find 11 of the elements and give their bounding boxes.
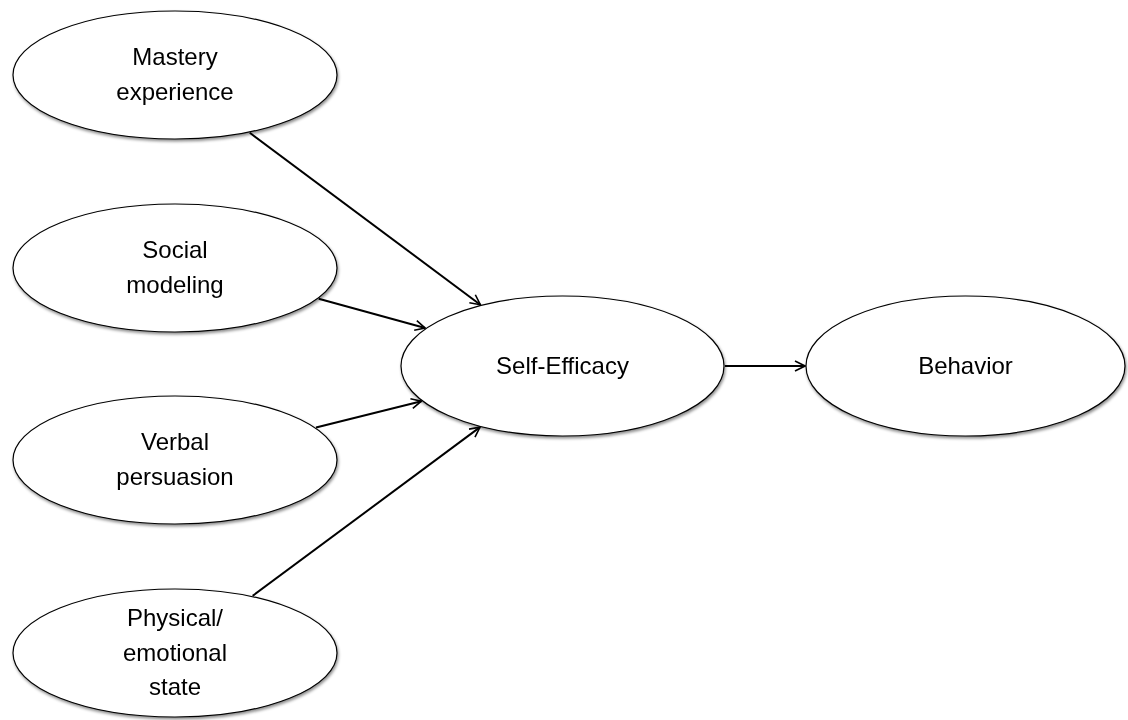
arrow — [317, 297, 427, 331]
arrow — [248, 131, 482, 306]
node-label: Mastery experience — [115, 42, 235, 107]
node-label: Physical/ emotional state — [121, 602, 229, 703]
node-label: Social modeling — [125, 235, 225, 300]
node-label: Verbal persuasion — [115, 427, 235, 492]
arrow — [315, 397, 423, 429]
arrow — [251, 426, 482, 597]
arrow — [724, 360, 806, 372]
node-label: Behavior — [918, 350, 1013, 381]
node-label: Self-Efficacy — [496, 350, 629, 381]
